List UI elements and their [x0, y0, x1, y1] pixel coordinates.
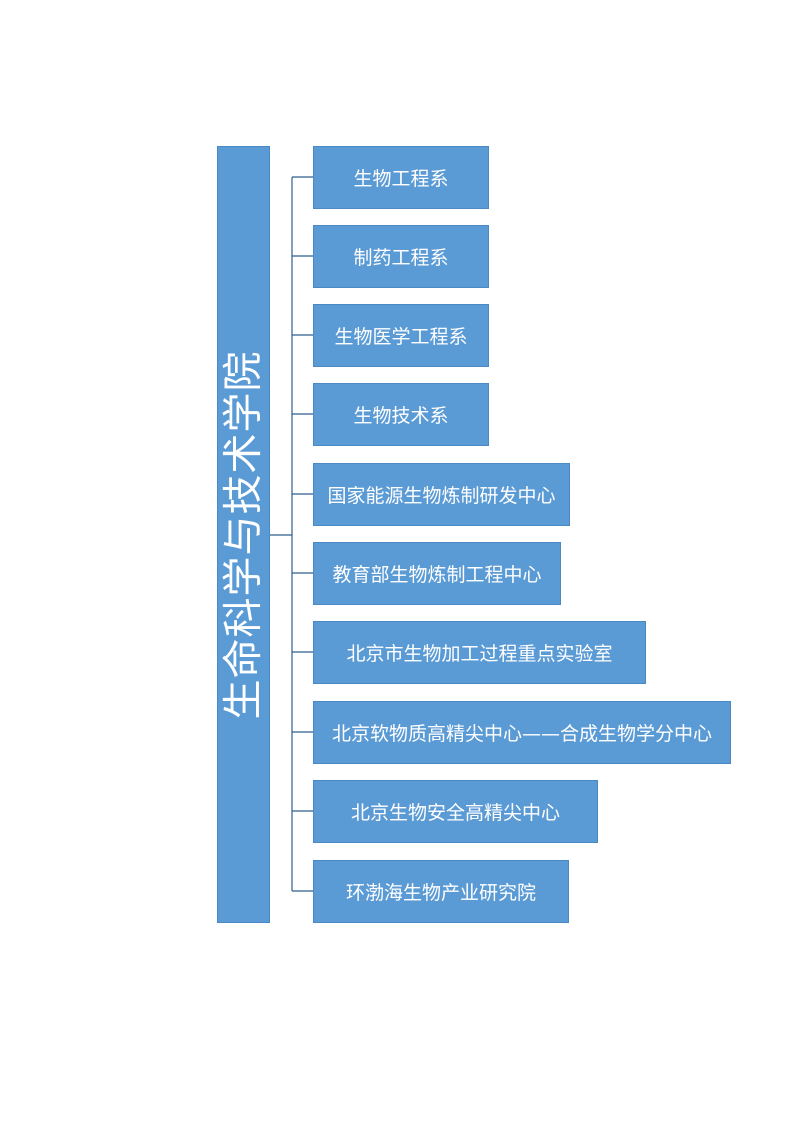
child-node-10: 环渤海生物产业研究院	[313, 860, 569, 923]
child-node-label: 北京市生物加工过程重点实验室	[346, 643, 613, 665]
child-node-label: 生物医学工程系	[334, 326, 468, 348]
root-node: 生命科学与技术学院	[217, 146, 270, 923]
child-node-label: 国家能源生物炼制研发中心	[327, 485, 556, 507]
child-node-6: 教育部生物炼制工程中心	[313, 542, 561, 605]
child-node-1: 生物工程系	[313, 146, 489, 209]
child-node-label: 生物技术系	[353, 405, 449, 427]
root-node-label: 生命科学与技术学院	[220, 350, 267, 719]
child-node-5: 国家能源生物炼制研发中心	[313, 463, 570, 526]
child-node-label: 生物工程系	[353, 168, 449, 190]
child-node-7: 北京市生物加工过程重点实验室	[313, 621, 646, 684]
child-node-label: 环渤海生物产业研究院	[345, 882, 536, 904]
child-node-label: 教育部生物炼制工程中心	[332, 564, 542, 586]
child-node-4: 生物技术系	[313, 383, 489, 446]
child-node-3: 生物医学工程系	[313, 304, 489, 367]
child-node-8: 北京软物质高精尖中心——合成生物学分中心	[313, 701, 731, 764]
child-node-label: 北京软物质高精尖中心——合成生物学分中心	[331, 723, 712, 745]
child-node-label: 制药工程系	[353, 247, 449, 269]
child-node-label: 北京生物安全高精尖中心	[350, 802, 560, 824]
child-node-9: 北京生物安全高精尖中心	[313, 780, 598, 843]
child-node-2: 制药工程系	[313, 225, 489, 288]
